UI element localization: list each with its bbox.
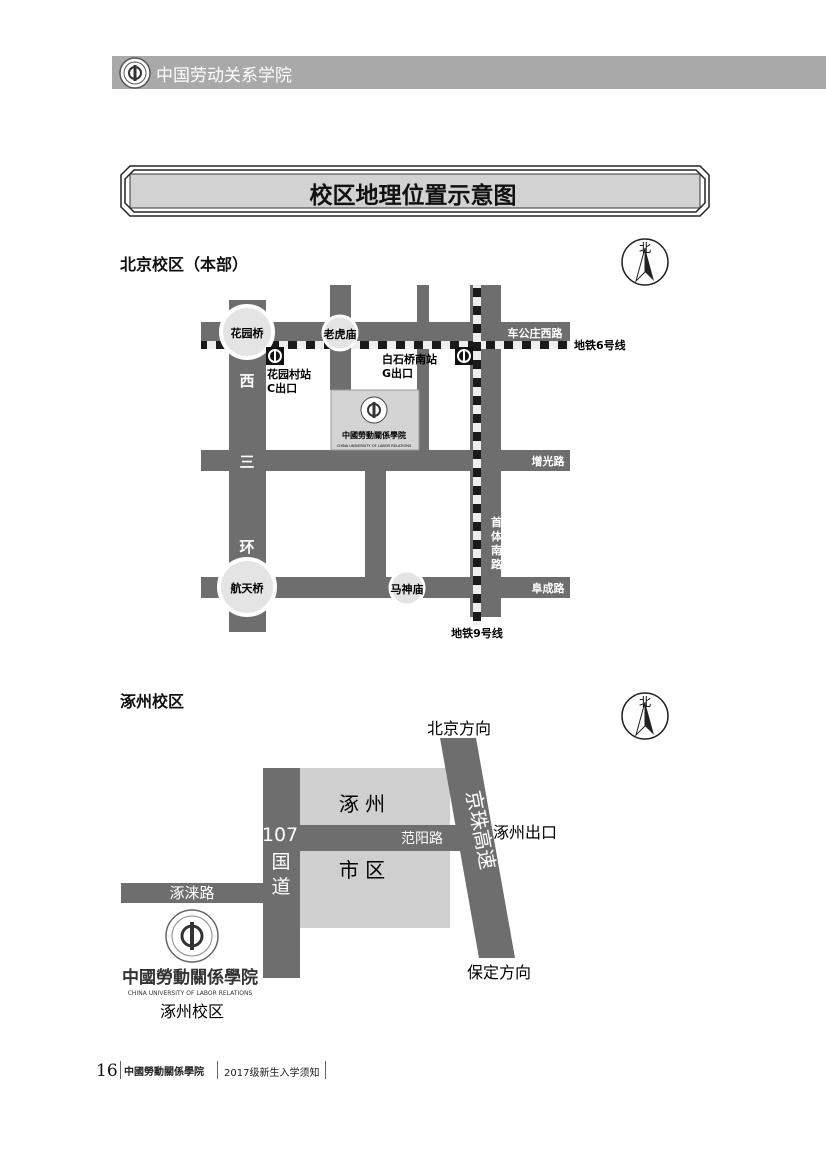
subway-line9: [473, 285, 481, 625]
label-zhuozhou-exit: 涿州出口: [493, 823, 557, 842]
label-guodao-num: 107: [262, 824, 298, 846]
label-mashen-temple: 马神庙: [391, 582, 424, 596]
label-shoutinan: 首体南路: [491, 515, 503, 571]
campus-maps: 北 中國勞動關係學院 CHINA UNIVERSITY OF LABOR REL…: [121, 238, 669, 1021]
subway-line6: [201, 341, 570, 349]
label-baishiqiao-station: 白石桥南站: [382, 352, 437, 366]
zhuozhou-campus-logo-icon: [165, 909, 219, 963]
title-banner: [120, 165, 710, 217]
label-line9: 地铁9号线: [451, 626, 503, 640]
label-zhuolai: 涿涞路: [169, 884, 214, 902]
jingzhu-expressway: [440, 738, 515, 958]
guodao-107: [263, 768, 300, 978]
label-zhuozhou-campus: 涿州校区: [160, 1002, 224, 1021]
label-xi: 西: [239, 372, 254, 390]
header-bar: [112, 56, 826, 89]
label-huan: 环: [239, 538, 254, 556]
baishiqiao-station-icon: [455, 347, 473, 365]
label-guodao-dao: 道: [271, 876, 290, 898]
zhuozhou-section-title: 涿州校区: [120, 692, 185, 711]
label-fanyang: 范阳路: [401, 830, 443, 847]
beijing-section-title: 北京校区（本部）: [120, 255, 249, 274]
label-huayuancun-exit: C出口: [267, 381, 297, 395]
label-chegongzhuang: 车公庄西路: [508, 326, 564, 340]
footer-divider: [120, 1061, 121, 1079]
zengguang-road: [201, 450, 570, 471]
label-baishiqiao-exit: G出口: [382, 366, 413, 380]
page-number: 16: [96, 1061, 118, 1081]
campus-name-en: CHINA UNIVERSITY OF LABOR RELATIONS: [337, 444, 412, 448]
footer-doc-title: 2017级新生入学须知: [224, 1068, 320, 1079]
header-school-name: 中国劳动关系学院: [156, 66, 292, 86]
huayuancun-station-icon: [266, 347, 284, 365]
label-guodao-guo: 国: [271, 851, 290, 873]
label-shiqu: 市 区: [339, 858, 385, 882]
label-hangtian-bridge: 航天桥: [231, 581, 265, 595]
school-emblem-icon: [119, 57, 151, 89]
label-laohu-temple: 老虎庙: [323, 327, 357, 341]
mashen-temple-circle: [388, 569, 426, 607]
footer-school-name: 中國勞動關係學院: [124, 1067, 204, 1078]
page-title: 校区地理位置示意图: [309, 183, 517, 209]
zhuozhou-logo-name-cn: 中國勞動關係學院: [122, 967, 258, 988]
north-compass-icon: [621, 692, 669, 740]
label-baoding-direction: 保定方向: [467, 963, 531, 982]
zhuozhou-logo-name-en: CHINA UNIVERSITY OF LABOR RELATIONS: [128, 990, 253, 997]
north-compass-icon: [621, 238, 669, 286]
beijing-map: 北 中國勞動關係學院 CHINA UNIVERSITY OF LABOR REL…: [201, 238, 669, 640]
huayuan-bridge-circle: [219, 304, 275, 360]
zhuolai-road: [121, 883, 264, 903]
road-v3: [365, 468, 386, 580]
label-beijing-direction: 北京方向: [427, 719, 491, 738]
fanyang-road: [300, 825, 468, 851]
laohu-temple-circle: [321, 314, 359, 352]
campus-name-cn: 中國勞動關係學院: [342, 430, 406, 440]
north-label: 北: [639, 241, 651, 255]
footer-divider: [325, 1061, 326, 1079]
label-fucheng: 阜成路: [532, 581, 566, 595]
label-huayuancun-station: 花园村站: [267, 367, 311, 381]
label-zhuozhou: 涿 州: [339, 792, 385, 816]
north-label: 北: [639, 695, 651, 709]
label-huayuan-bridge: 花园桥: [231, 326, 265, 340]
footer-divider: [217, 1061, 218, 1079]
hangtian-bridge-circle: [217, 557, 277, 617]
zhuozhou-map: 北 北京方向 涿 州 市 区 范阳路 京珠高速 涿州出口 107 国 道 涿涞路…: [121, 692, 669, 1021]
label-san: 三: [239, 453, 254, 471]
label-line6: 地铁6号线: [574, 338, 626, 352]
label-zengguang: 增光路: [532, 454, 566, 468]
